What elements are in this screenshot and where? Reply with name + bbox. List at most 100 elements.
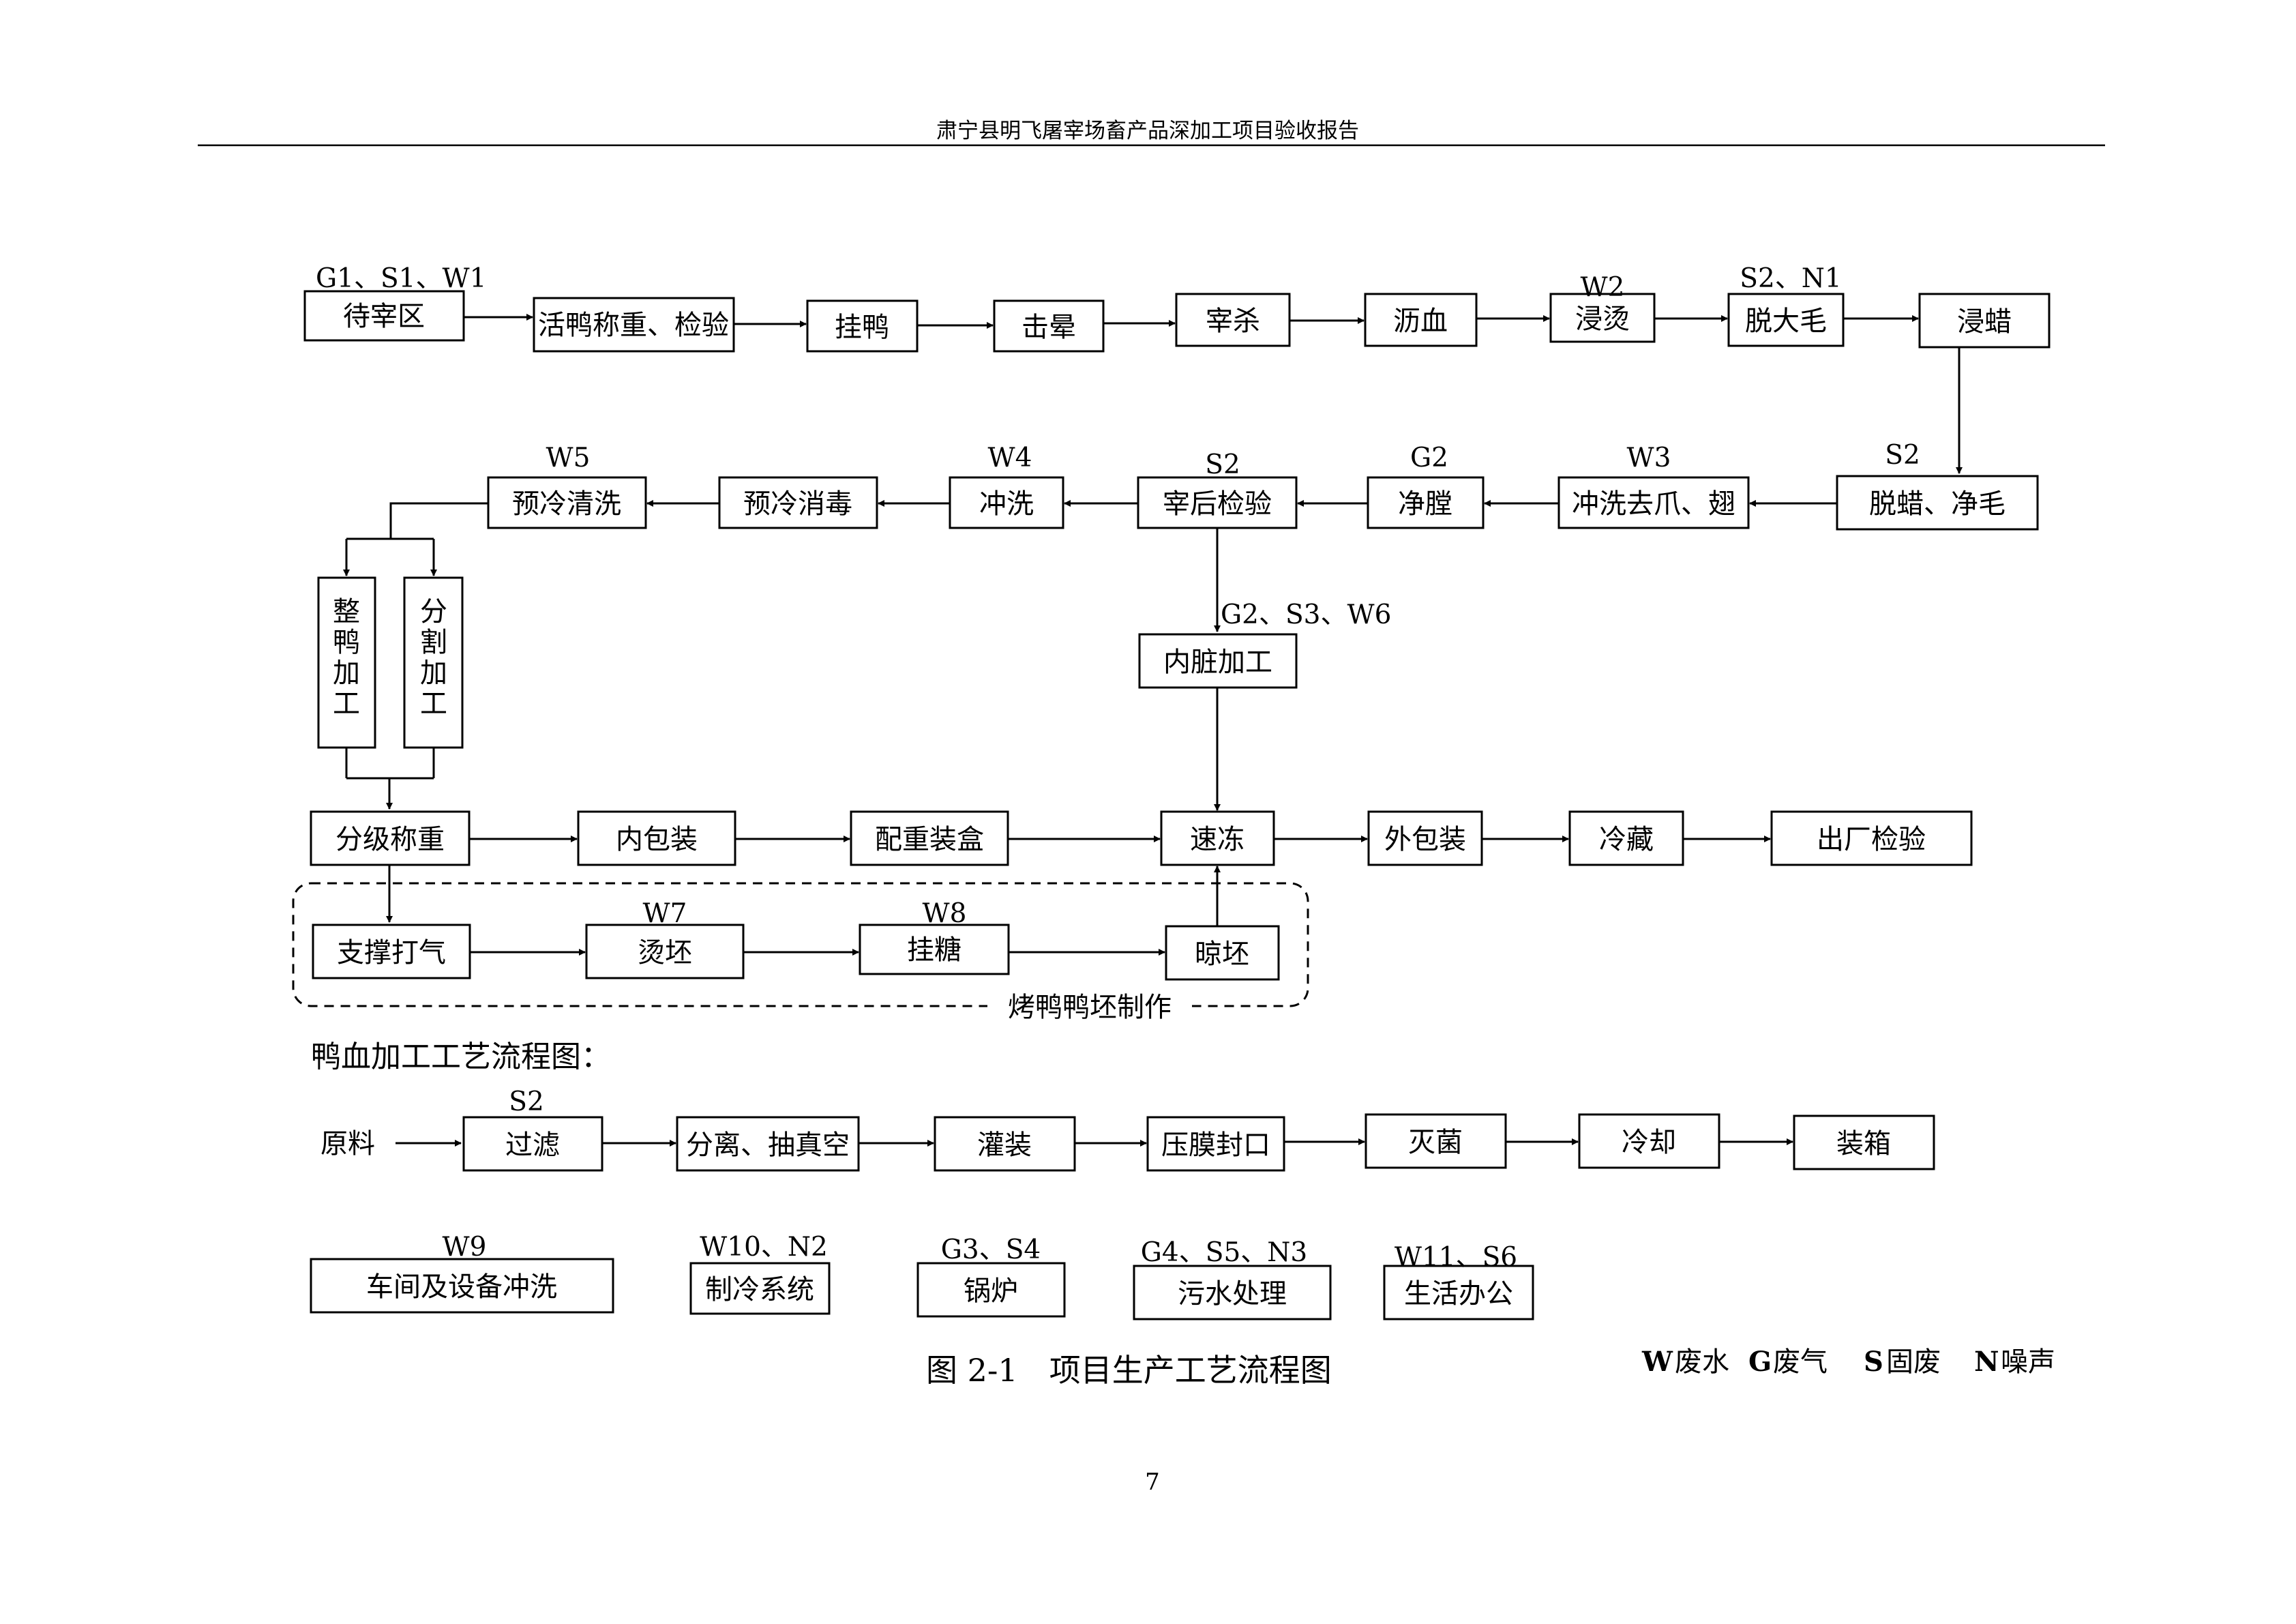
row1-step-6-tag: W2: [1581, 272, 1625, 303]
row3-step-1-label: 内包装: [616, 824, 698, 855]
blood-step-6-label: 装箱: [1836, 1128, 1891, 1160]
row1-arrows: [464, 314, 1963, 474]
roast-step-0: 支撑打气: [312, 924, 471, 979]
row1-step-0-label: 待宰区: [343, 301, 425, 332]
whole-duck-label: 整鸭加工: [333, 596, 360, 720]
row3-step-2: 配重装盒: [850, 810, 1009, 866]
aux-item-2-tag: G3、S4: [941, 1235, 1041, 1265]
row1-step-5-label: 沥血: [1393, 306, 1448, 337]
cut-duck-label: 分割加工: [420, 596, 447, 720]
blood-arrows: [602, 1138, 1793, 1147]
row1-step-8-label: 浸蜡: [1957, 306, 2012, 338]
blood-section-title: 鸭血加工工艺流程图：: [311, 1039, 611, 1074]
blood-step-3-label: 压膜封口: [1161, 1130, 1270, 1161]
row3-step-4-label: 外包装: [1384, 824, 1466, 855]
legend-code-2: S: [1864, 1346, 1883, 1378]
blood-step-1: 分离、抽真空: [676, 1116, 860, 1172]
row2-step-3-tag: S2: [1205, 449, 1240, 480]
aux-item-2: 锅炉: [916, 1262, 1066, 1318]
legend-text-3: 噪声: [2001, 1346, 2055, 1378]
row3-step-3: 速冻: [1160, 810, 1275, 866]
row2-step-0-label: 预冷清洗: [512, 488, 621, 520]
row3-step-2-label: 配重装盒: [875, 824, 984, 855]
aux-item-0-label: 车间及设备冲洗: [366, 1271, 557, 1303]
blood-step-1-label: 分离、抽真空: [686, 1130, 850, 1161]
aux-item-1-label: 制冷系统: [705, 1274, 814, 1305]
row2-step-6-label: 脱蜡、净毛: [1869, 488, 2006, 520]
row2-step-5-tag: W3: [1627, 443, 1671, 473]
roast-arrows: [470, 866, 1221, 956]
row1-step-0: 待宰区: [303, 290, 465, 342]
blood-step-4: 灭菌: [1365, 1113, 1507, 1169]
roast-step-2-label: 挂糖: [907, 934, 961, 966]
row2-step-4: 净膛: [1367, 476, 1485, 529]
row1-step-7: 脱大毛: [1727, 293, 1845, 347]
row3-step-5: 冷藏: [1568, 810, 1684, 866]
aux-item-1-tag: W10、N2: [700, 1232, 828, 1263]
roast-step-1: 烫坯: [585, 924, 745, 979]
row3-step-0-label: 分级称重: [336, 824, 445, 855]
legend-code-3: N: [1974, 1346, 1999, 1378]
merge-connector: [345, 748, 435, 810]
row1-step-5: 沥血: [1364, 293, 1478, 347]
blood-step-4-label: 灭菌: [1408, 1127, 1463, 1158]
split-connector: [343, 502, 488, 576]
roast-step-3-label: 晾坯: [1195, 939, 1249, 970]
aux-item-3-tag: G4、S5、N3: [1141, 1237, 1307, 1268]
roast-step-1-tag: W7: [643, 898, 687, 929]
row1-step-2-label: 挂鸭: [835, 312, 889, 343]
row1-step-6-label: 浸烫: [1575, 304, 1630, 335]
row2-step-5-label: 冲洗去爪、翅: [1572, 488, 1735, 520]
blood-step-0-label: 过滤: [505, 1130, 560, 1161]
row1-step-1: 活鸭称重、检验: [533, 297, 735, 353]
aux-item-3: 污水处理: [1133, 1265, 1332, 1320]
legend-text-2: 固废: [1886, 1346, 1941, 1378]
roast-duck-region: [292, 882, 1309, 1007]
roast-step-1-label: 烫坯: [638, 937, 692, 969]
blood-step-5-label: 冷却: [1622, 1127, 1676, 1158]
row2-step-4-tag: G2: [1410, 443, 1448, 473]
aux-item-3-label: 污水处理: [1178, 1278, 1287, 1310]
row3-step-6-label: 出厂检验: [1817, 824, 1926, 855]
roast-title: 烤鸭鸭坯制作: [1008, 992, 1172, 1023]
row1-step-1-label: 活鸭称重、检验: [538, 310, 729, 341]
legend-text-0: 废水: [1675, 1346, 1729, 1378]
cut-duck-box: 分割加工: [403, 576, 464, 749]
roast-step-3: 晾坯: [1165, 925, 1280, 981]
row2-step-2-label: 冲洗: [979, 488, 1034, 520]
row3-step-6: 出厂检验: [1770, 810, 1973, 866]
page-number: 7: [1145, 1468, 1160, 1496]
row1-step-7-tag: S2、N1: [1740, 263, 1841, 294]
row2-step-2: 冲洗: [949, 476, 1064, 529]
figure-caption: 图 2-1 项目生产工艺流程图: [926, 1352, 1332, 1389]
row2-step-6: 脱蜡、净毛: [1836, 475, 2039, 531]
row3-step-1: 内包装: [577, 810, 736, 866]
aux-item-0-tag: W9: [443, 1232, 487, 1263]
row2-step-4-label: 净膛: [1398, 488, 1452, 520]
blood-step-5: 冷却: [1578, 1113, 1720, 1169]
row3-step-4: 外包装: [1367, 810, 1483, 866]
blood-step-0: 过滤: [462, 1116, 603, 1172]
row2-step-1: 预冷消毒: [718, 476, 878, 529]
row2-step-0: 预冷清洗: [487, 476, 647, 529]
row1-step-0-tag: G1、S1、W1: [316, 263, 486, 294]
offal-label: 内脏加工: [1163, 647, 1272, 678]
roast-step-0-label: 支撑打气: [337, 937, 446, 969]
row1-step-4: 宰杀: [1175, 293, 1291, 347]
blood-step-2: 灌装: [934, 1116, 1076, 1172]
row2-step-1-label: 预冷消毒: [743, 488, 852, 520]
aux-item-2-label: 锅炉: [964, 1275, 1018, 1307]
row3-step-5-label: 冷藏: [1599, 824, 1654, 855]
blood-step-3: 压膜封口: [1146, 1116, 1285, 1172]
blood-step-2-label: 灌装: [977, 1130, 1032, 1161]
legend-code-1: G: [1748, 1346, 1772, 1378]
row1-step-3: 击晕: [993, 299, 1105, 353]
aux-item-0: 车间及设备冲洗: [310, 1258, 614, 1314]
legend-text-1: 废气: [1773, 1346, 1828, 1378]
row2-step-3: 宰后检验: [1137, 476, 1298, 529]
blood-step-6: 装箱: [1793, 1114, 1935, 1170]
blood-step-0-tag: S2: [509, 1087, 544, 1117]
legend-code-0: W: [1641, 1346, 1673, 1378]
aux-item-1: 制冷系统: [689, 1262, 831, 1315]
